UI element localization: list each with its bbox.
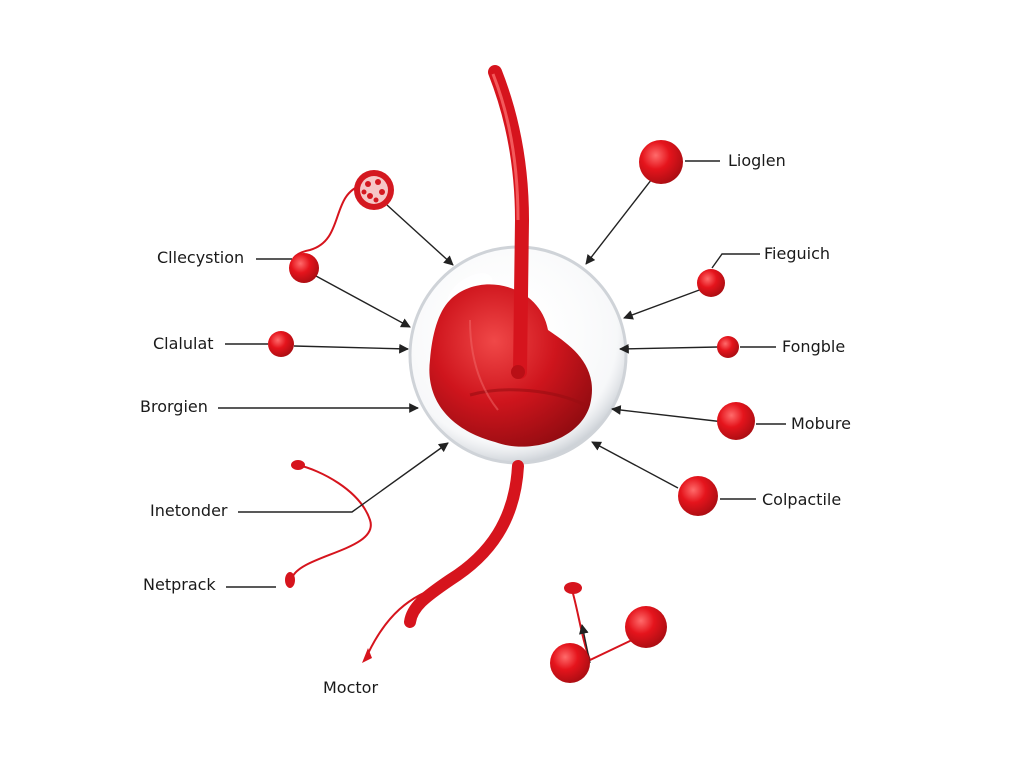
sphere-bottom-left — [550, 643, 590, 683]
top-tube — [488, 65, 530, 379]
sphere-fieguich — [697, 269, 725, 297]
sphere-colpactile — [678, 476, 718, 516]
label-fieguich: Fieguich — [764, 244, 831, 263]
label-cllecystion: Cllecystion — [157, 248, 245, 267]
label-mobure: Mobure — [791, 414, 851, 433]
sphere-bottom-right-large — [625, 606, 667, 648]
label-moctor: Moctor — [323, 678, 379, 697]
sphere-fongble — [717, 336, 739, 358]
label-netprack: Netprack — [143, 575, 216, 594]
label-fongble: Fongble — [782, 337, 846, 356]
sphere-mobure — [717, 402, 755, 440]
sphere-cllecystion — [289, 253, 319, 283]
label-clalulat: Clalulat — [153, 334, 214, 353]
label-inetonder: Inetonder — [150, 501, 228, 520]
cross-section-icon — [354, 170, 394, 210]
strand-inetonder — [291, 464, 372, 579]
bottom-tube — [404, 460, 524, 628]
label-lioglen: Lioglen — [728, 151, 786, 170]
sphere-lioglen — [639, 140, 683, 184]
sphere-clalulat — [268, 331, 294, 357]
label-colpactile: Colpactile — [762, 490, 842, 509]
label-brorgien: Brorgien — [140, 397, 208, 416]
tube-end-dot — [511, 365, 525, 379]
organ — [429, 284, 592, 447]
leader-lines — [218, 160, 786, 664]
